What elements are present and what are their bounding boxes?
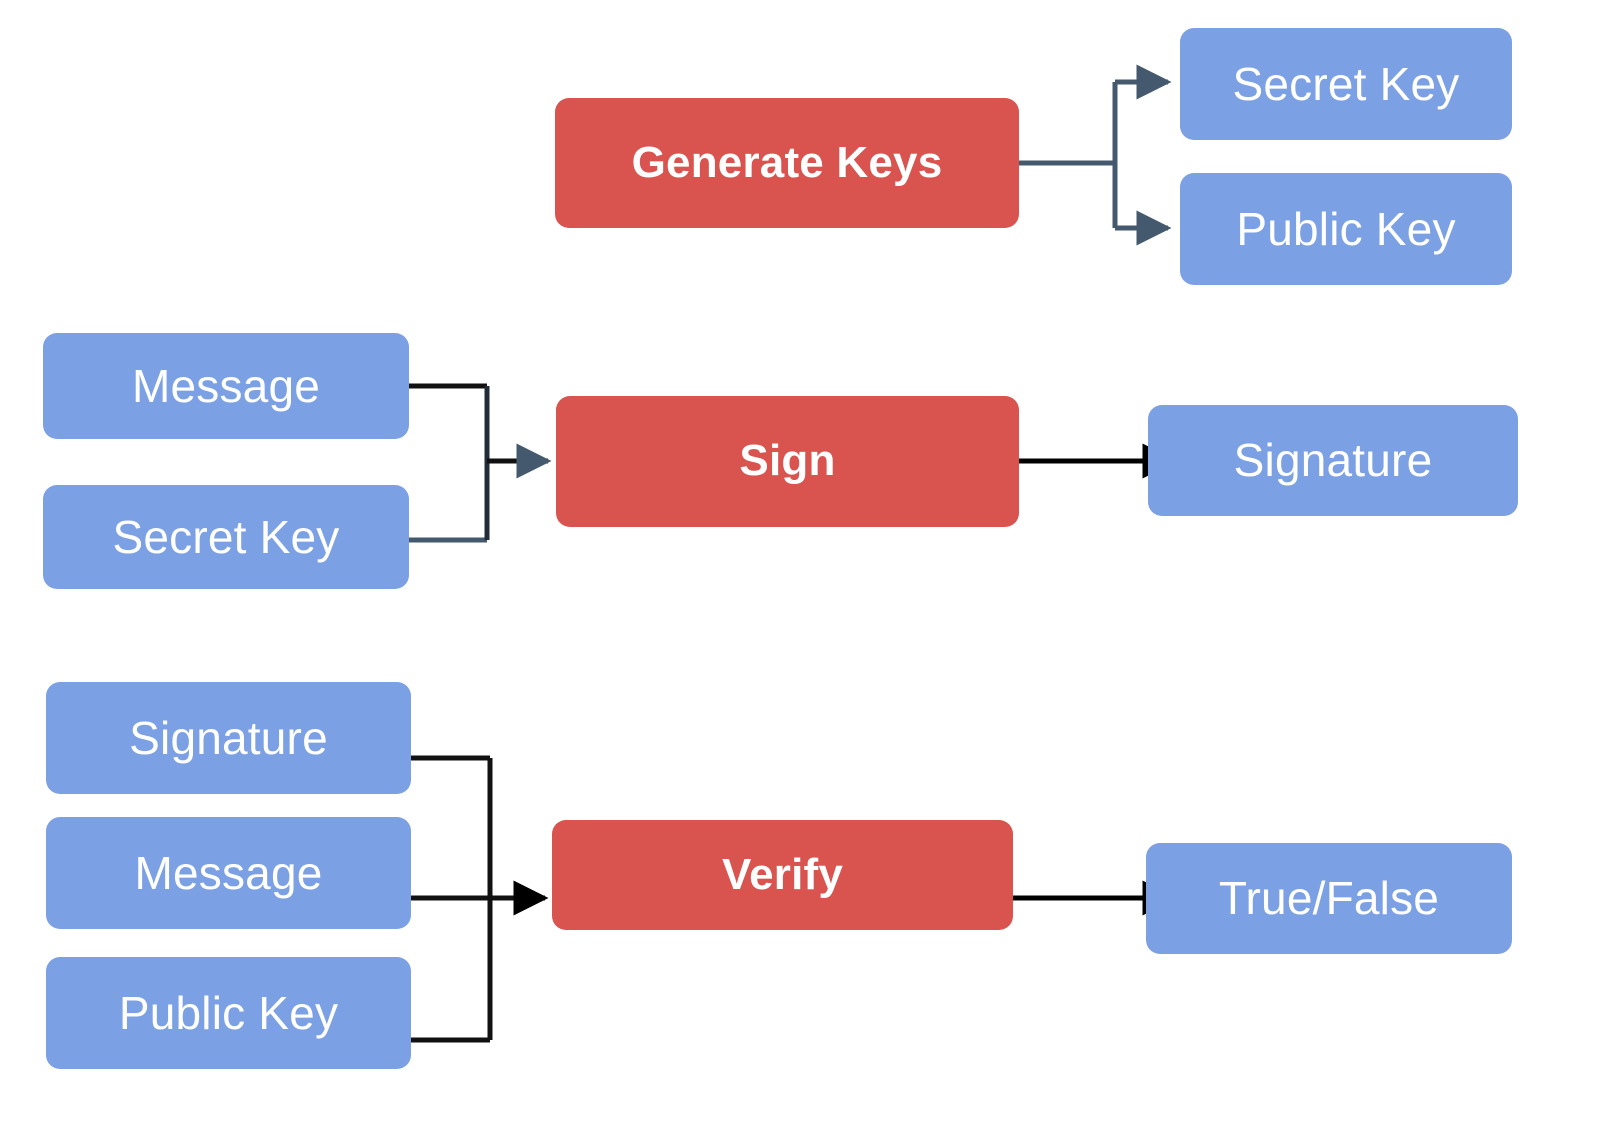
process-box-generate-keys[interactable]: Generate Keys xyxy=(555,98,1019,228)
data-box-secret-key-output[interactable]: Secret Key xyxy=(1180,28,1512,140)
data-box-public-key-output[interactable]: Public Key xyxy=(1180,173,1512,285)
edge-verifyinputs-to-verify xyxy=(411,755,549,1043)
edge-signinputs-to-sign xyxy=(409,383,552,543)
data-box-signature-output[interactable]: Signature xyxy=(1148,405,1518,516)
process-box-verify[interactable]: Verify xyxy=(552,820,1013,930)
data-box-sign-input-secret-key[interactable]: Secret Key xyxy=(43,485,409,589)
data-box-sign-input-message[interactable]: Message xyxy=(43,333,409,439)
process-box-sign[interactable]: Sign xyxy=(556,396,1019,527)
data-box-truefalse-output[interactable]: True/False xyxy=(1146,843,1512,954)
data-box-verify-input-signature[interactable]: Signature xyxy=(46,682,411,794)
edge-generatekeys-to-keys xyxy=(1019,64,1172,246)
data-box-verify-input-message[interactable]: Message xyxy=(46,817,411,929)
data-box-verify-input-public-key[interactable]: Public Key xyxy=(46,957,411,1069)
